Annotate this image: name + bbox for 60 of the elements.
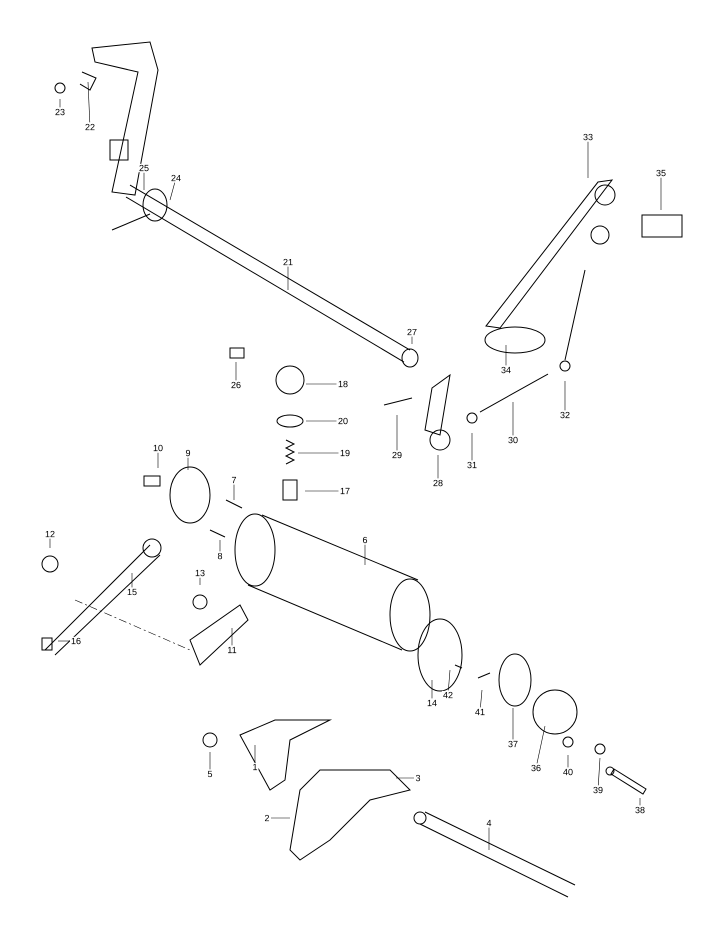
leader-line	[512, 402, 514, 436]
callout-number: 36	[530, 764, 542, 772]
callout-number: 10	[152, 444, 164, 452]
callout-number: 14	[426, 698, 438, 708]
callout-number: 41	[474, 708, 486, 716]
callout-number: 20	[337, 416, 349, 426]
callout-number: 27	[406, 328, 418, 336]
leader-line	[88, 82, 90, 123]
leader-line	[396, 414, 398, 451]
callout-number: 42	[442, 690, 454, 700]
callout-number: 26	[230, 380, 242, 390]
callout-number: 17	[339, 486, 351, 496]
leader-line	[448, 670, 450, 691]
leader-line	[58, 640, 70, 642]
callout-number: 25	[138, 164, 150, 172]
callout-number: 7	[230, 476, 238, 484]
leader-line	[480, 690, 482, 708]
callout-number: 8	[216, 552, 224, 560]
callout-number: 30	[507, 436, 519, 444]
callout-number: 39	[592, 786, 604, 794]
leader-line	[598, 758, 600, 786]
callout-number: 5	[206, 770, 214, 778]
leader-line	[364, 544, 366, 566]
callout-number: 23	[54, 108, 66, 116]
leader-line	[298, 452, 339, 454]
callout-number: 33	[582, 132, 594, 142]
callout-number: 22	[84, 122, 96, 132]
leader-line	[488, 827, 490, 850]
callout-number: 13	[194, 568, 206, 578]
callout-number: 11	[226, 646, 238, 654]
leader-line	[536, 726, 546, 764]
callout-number: 19	[339, 448, 351, 458]
callout-number: 15	[126, 588, 138, 596]
leader-line	[306, 420, 337, 422]
callout-number: 38	[634, 806, 646, 814]
callout-number: 32	[559, 410, 571, 420]
leader-line	[254, 744, 256, 763]
callout-number: 21	[282, 258, 294, 266]
callout-number: 6	[362, 536, 368, 544]
callout-number: 31	[466, 460, 478, 470]
leader-line	[512, 708, 514, 740]
callout-number: 1	[252, 762, 258, 772]
callout-number: 40	[562, 768, 574, 776]
callout-number: 24	[170, 174, 182, 182]
callout-number: 37	[507, 740, 519, 748]
callout-number: 2	[264, 814, 270, 822]
callout-number: 18	[337, 380, 349, 388]
callout-number: 34	[500, 366, 512, 374]
callout-number: 12	[44, 530, 56, 538]
callout-number: 16	[70, 636, 82, 646]
leader-line	[170, 182, 176, 200]
leader-line	[304, 490, 339, 492]
callout-number: 28	[432, 478, 444, 488]
leader-line	[564, 380, 566, 411]
callout-number: 29	[391, 450, 403, 460]
callout-number: 4	[486, 818, 492, 828]
callout-number: 3	[414, 774, 422, 782]
callout-number: 9	[184, 448, 192, 458]
leader-line	[660, 177, 662, 210]
callout-number: 35	[655, 168, 667, 178]
